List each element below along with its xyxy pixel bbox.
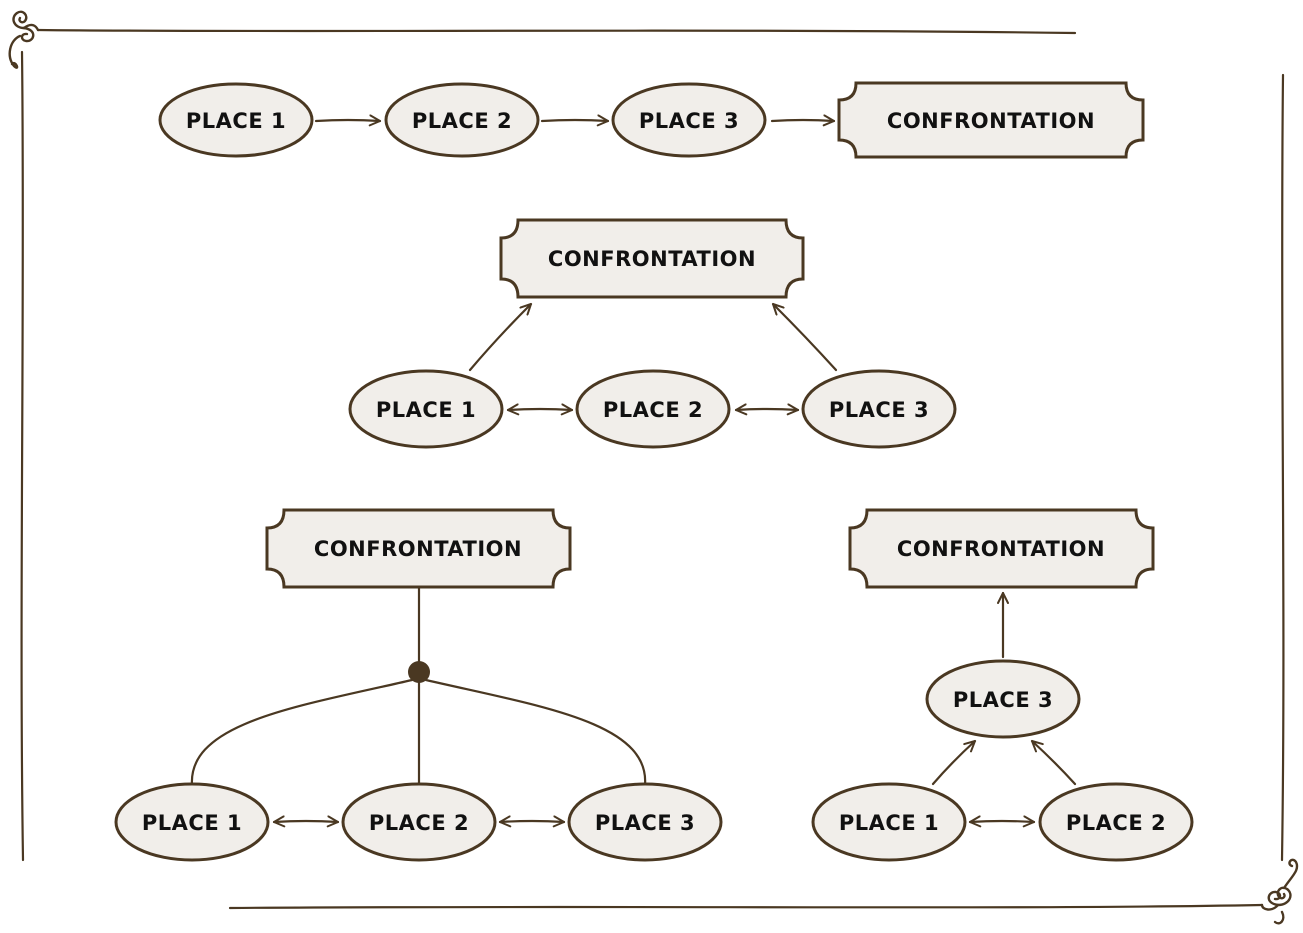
node-confrontation-label: CONFRONTATION [314,537,522,561]
edge-place1-place2-bidirectional [272,815,340,828]
node-place3-label: PLACE 3 [595,811,695,835]
node-place1: PLACE 1 [158,82,314,158]
node-confrontation: CONFRONTATION [837,81,1145,159]
node-place3-label: PLACE 3 [953,688,1053,712]
edge-place2-place3-bidirectional [498,815,566,828]
node-confrontation: CONFRONTATION [499,218,805,299]
edge-place2-to-place3 [540,114,610,127]
edge-place3-to-confrontation [771,302,838,372]
node-confrontation-label: CONFRONTATION [897,537,1105,561]
frame-border [20,28,1285,910]
node-place1-label: PLACE 1 [376,398,476,422]
node-confrontation-label: CONFRONTATION [887,109,1095,133]
diagram-junction: CONFRONTATION PLACE 1 PLACE 2 PLACE 3 [114,508,723,862]
node-place2: PLACE 2 [575,369,731,449]
node-place2-label: PLACE 2 [1066,811,1166,835]
node-place2-label: PLACE 2 [603,398,703,422]
node-place2: PLACE 2 [1038,782,1194,862]
spiral-ornament-bottom-right-icon [1260,858,1299,925]
edge-place1-to-confrontation [468,302,533,372]
edge-place1-place2-bidirectional [968,815,1036,828]
node-place1-label: PLACE 1 [186,109,286,133]
spiral-ornament-top-left-icon [8,10,40,69]
node-place2: PLACE 2 [384,82,540,158]
node-confrontation: CONFRONTATION [848,508,1155,589]
node-place1: PLACE 1 [114,782,270,862]
edge-place1-to-place3 [931,739,977,786]
node-confrontation: CONFRONTATION [265,508,572,589]
diagram-triangle: CONFRONTATION PLACE 1 PLACE 2 PLACE 3 [348,218,957,449]
node-place2: PLACE 2 [341,782,497,862]
edge-place1-place2-bidirectional [506,403,574,416]
edge-place2-place3-bidirectional [734,403,800,416]
node-place3-label: PLACE 3 [829,398,929,422]
edge-place1-to-junction [190,678,414,787]
junction-dot [408,661,430,683]
node-place3: PLACE 3 [925,659,1081,739]
node-place1-label: PLACE 1 [142,811,242,835]
node-place3: PLACE 3 [611,82,767,158]
node-place1-label: PLACE 1 [839,811,939,835]
node-confrontation-label: CONFRONTATION [548,247,756,271]
node-place1: PLACE 1 [811,782,967,862]
node-place2-label: PLACE 2 [412,109,512,133]
node-place2-label: PLACE 2 [369,811,469,835]
diagram-funnel: CONFRONTATION PLACE 3 PLACE 1 PLACE 2 [811,508,1194,862]
node-place1: PLACE 1 [348,369,504,449]
node-place3: PLACE 3 [567,782,723,862]
node-place3: PLACE 3 [801,369,957,449]
node-place3-label: PLACE 3 [639,109,739,133]
edge-place1-to-place2 [314,114,382,127]
diagram-linear: PLACE 1 PLACE 2 PLACE 3 CONFRONTATION [158,81,1145,159]
edge-place2-to-place3 [1030,739,1077,786]
edge-place3-to-confrontation [770,114,836,127]
edge-place3-to-junction [424,678,647,787]
